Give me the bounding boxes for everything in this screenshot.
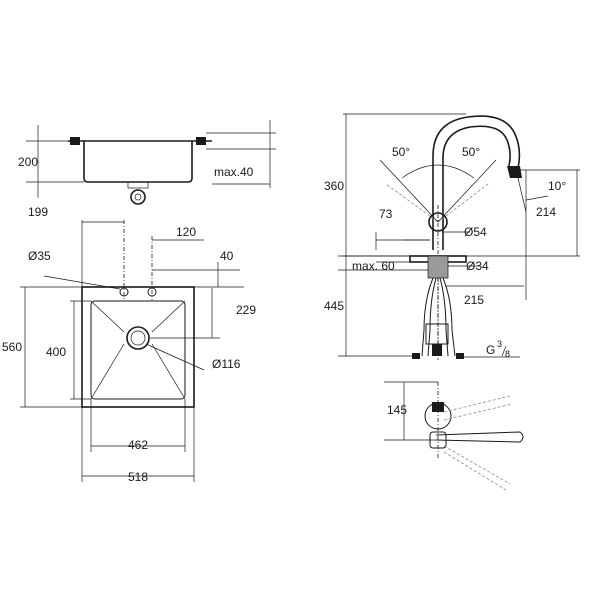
dim-tap-height: 360	[324, 179, 344, 193]
dim-angle-spout: 10°	[548, 179, 566, 193]
dim-sink-depth: 200	[18, 155, 38, 169]
dim-offset-40: 40	[220, 249, 234, 263]
dim-width-199: 199	[28, 205, 48, 219]
dim-thread-num: 3	[497, 339, 502, 349]
dim-reach-73: 73	[379, 207, 393, 221]
tap-handle	[428, 212, 448, 232]
dim-angle-right: 50°	[462, 145, 480, 159]
dim-max-60: max. 60	[352, 259, 395, 273]
dim-drain-dia: Ø116	[212, 357, 241, 371]
thread-spec: G 3 8	[486, 339, 510, 359]
dim-thread-den: 8	[505, 349, 510, 359]
drain-circle	[126, 326, 150, 350]
dim-lever-145: 145	[387, 403, 407, 417]
dim-inner-h: 400	[46, 345, 66, 359]
dim-outer-h: 560	[2, 340, 22, 354]
dim-base-dia: Ø54	[464, 225, 487, 239]
dim-depth-229: 229	[236, 303, 256, 317]
dim-reach-215: 215	[464, 293, 484, 307]
tap-top-view	[384, 381, 524, 491]
sink-side-view	[26, 120, 276, 205]
dim-max-counter: max.40	[214, 165, 254, 179]
dim-spout-height: 214	[536, 205, 556, 219]
dim-spacing-120: 120	[176, 225, 196, 239]
dim-below-445: 445	[324, 299, 344, 313]
dim-hole-dia: Ø35	[28, 249, 51, 263]
sink-top-view	[20, 220, 244, 482]
dim-shank-dia: Ø34	[466, 259, 489, 273]
dim-angle-left: 50°	[392, 145, 410, 159]
tap-side-view	[338, 113, 580, 360]
dim-outer-w: 518	[128, 470, 148, 484]
dim-thread-g: G	[486, 343, 495, 357]
dim-inner-w: 462	[128, 438, 148, 452]
